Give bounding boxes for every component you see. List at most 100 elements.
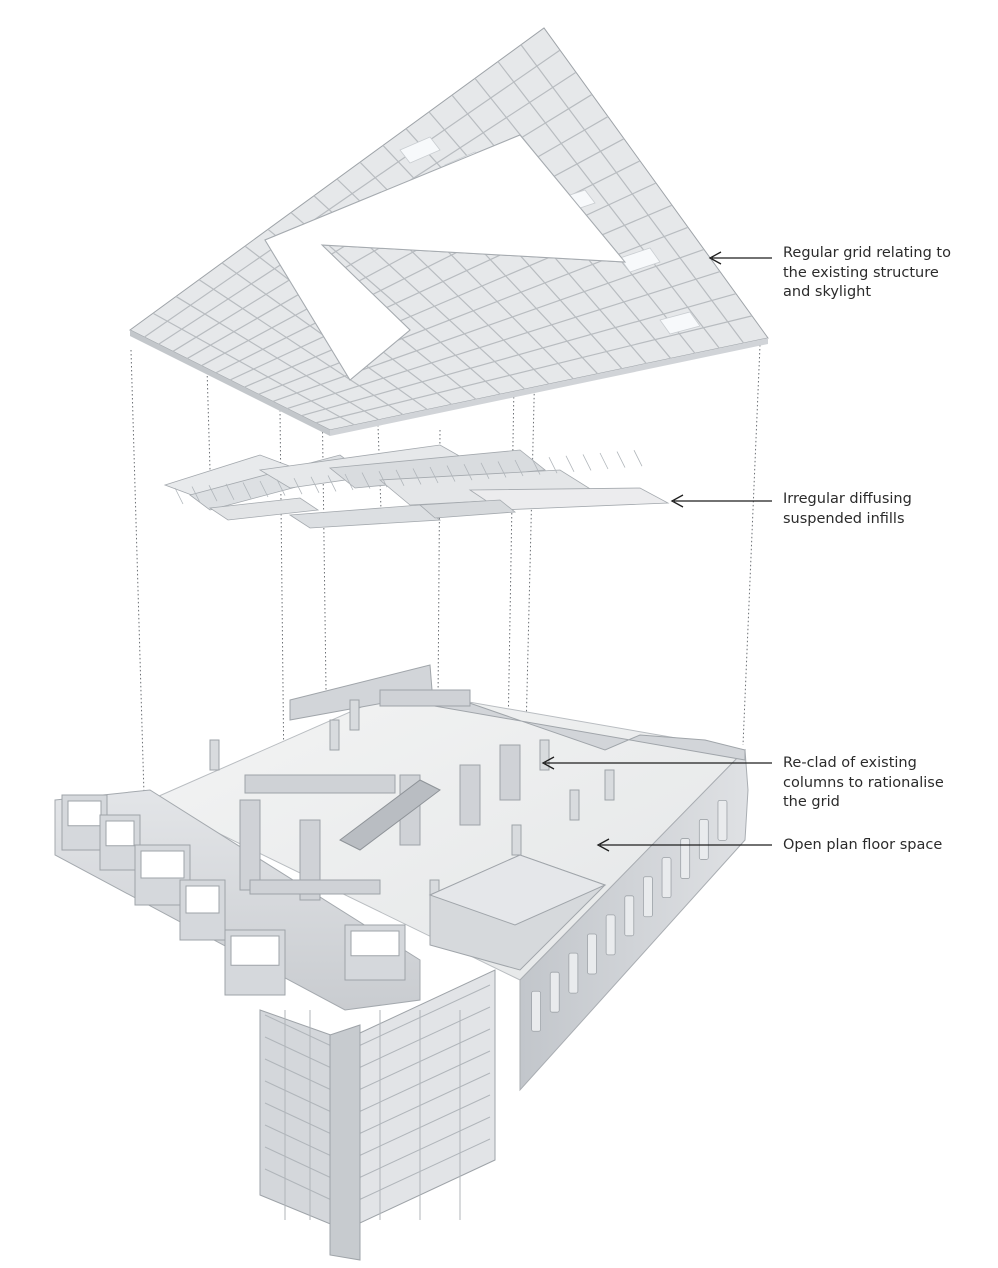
leader-lines <box>541 251 772 852</box>
column <box>569 789 580 821</box>
infill-grid-line <box>310 476 320 493</box>
tower-beam <box>264 1124 341 1161</box>
tower-beam <box>264 1146 341 1183</box>
facade-window <box>717 799 728 841</box>
leader-open-plan <box>596 838 772 852</box>
infill-grid-line <box>327 475 337 492</box>
column <box>604 769 615 801</box>
tower-corner-column <box>329 1024 361 1261</box>
infill-grid-line <box>242 482 252 499</box>
interior-wall <box>249 879 381 895</box>
tower-beam <box>264 1058 341 1095</box>
ceiling-grid <box>129 27 769 436</box>
skylight-panel <box>399 136 441 164</box>
rear-wall <box>289 664 746 761</box>
annotation-line: Regular grid relating to <box>783 245 951 261</box>
infill-grid-line <box>565 455 575 472</box>
infill-panel <box>208 497 320 521</box>
infill-grid-line <box>378 471 388 488</box>
facade-window <box>643 876 653 918</box>
infill-grid-line <box>480 462 490 479</box>
left-rooms <box>61 794 406 996</box>
infill-grid-line <box>208 485 218 502</box>
infill-panel <box>288 504 442 529</box>
infill-grid-lines <box>174 450 643 505</box>
ceiling-grid-line <box>315 315 753 424</box>
infill-grid-line <box>395 469 405 486</box>
leader-reclad-columns <box>541 756 772 770</box>
tower-beam <box>264 1080 341 1117</box>
infill-grid-line <box>446 465 456 482</box>
room-opening <box>350 930 400 957</box>
skylight-panel <box>619 247 661 273</box>
ceiling-right-edge <box>330 338 768 436</box>
annotation-line: suspended infills <box>783 510 905 527</box>
projection-line <box>742 344 761 746</box>
ceiling-void-edge <box>264 134 627 381</box>
infill-grid-line <box>599 452 609 470</box>
infill-grid-line <box>548 457 558 474</box>
infill-grid-line <box>344 473 354 491</box>
interior-wall <box>499 744 521 801</box>
infill-grid-line <box>259 480 269 498</box>
facade-window <box>680 838 691 879</box>
facade-windows <box>531 799 728 1032</box>
room-opening <box>185 885 220 914</box>
suspended-infills <box>163 444 670 529</box>
skylight-panel <box>659 311 701 335</box>
annotation-regular-grid: Regular grid relating to the existing st… <box>783 244 983 303</box>
escalator <box>339 779 441 851</box>
infill-grid-line <box>174 487 184 505</box>
room-opening <box>105 820 135 847</box>
infill-grid-line <box>616 451 626 468</box>
interior-wall <box>459 764 481 826</box>
projection-line <box>130 349 145 796</box>
infill-grid-line <box>514 459 524 477</box>
infill-grid-line <box>429 466 439 484</box>
room-opening <box>67 800 102 827</box>
ceiling-grid-line <box>143 49 561 338</box>
column <box>209 739 220 771</box>
infill-grid-line <box>191 486 201 503</box>
facade-window <box>549 971 560 1013</box>
annotation-irregular-infills: Irregular diffusing suspended infills <box>783 490 983 529</box>
floor-plate <box>54 664 749 1092</box>
infill-grid-line <box>361 472 371 489</box>
ceiling-front-edge <box>130 330 330 436</box>
tower-beam <box>264 1036 341 1073</box>
facade-window <box>605 914 616 956</box>
tower-structure <box>259 969 496 1261</box>
facade-window <box>698 819 709 860</box>
projection-line <box>437 429 441 706</box>
tower-frame <box>264 984 491 1220</box>
interior-walls <box>239 689 521 901</box>
annotation-line: and skylight <box>783 284 872 300</box>
column <box>539 739 550 771</box>
infill-grid-line <box>463 464 473 481</box>
interior-wall <box>244 774 396 794</box>
leader-irregular-infills <box>670 494 772 508</box>
room-opening <box>140 850 185 879</box>
facade-window <box>568 952 579 994</box>
facade-window <box>531 990 541 1032</box>
column <box>511 824 522 856</box>
infill-grid-line <box>531 458 541 475</box>
ceiling-grid-line <box>286 270 721 410</box>
annotation-reclad-columns: Re-clad of existing columns to rationali… <box>783 754 983 813</box>
infill-grid-line <box>497 461 507 478</box>
interior-wall <box>239 799 261 891</box>
room-opening <box>230 935 280 966</box>
infill-grid-line <box>412 468 422 485</box>
infill-panel <box>418 499 517 519</box>
infill-panel <box>328 449 547 489</box>
facade-window <box>661 857 672 899</box>
infill-grid-line <box>276 479 286 496</box>
annotation-line: the grid <box>783 794 840 810</box>
leader-regular-grid <box>708 251 772 265</box>
central-room-top <box>428 854 607 926</box>
infill-grid-line <box>293 478 303 495</box>
infill-grid-line <box>582 454 592 471</box>
tower-beam <box>264 1168 341 1205</box>
